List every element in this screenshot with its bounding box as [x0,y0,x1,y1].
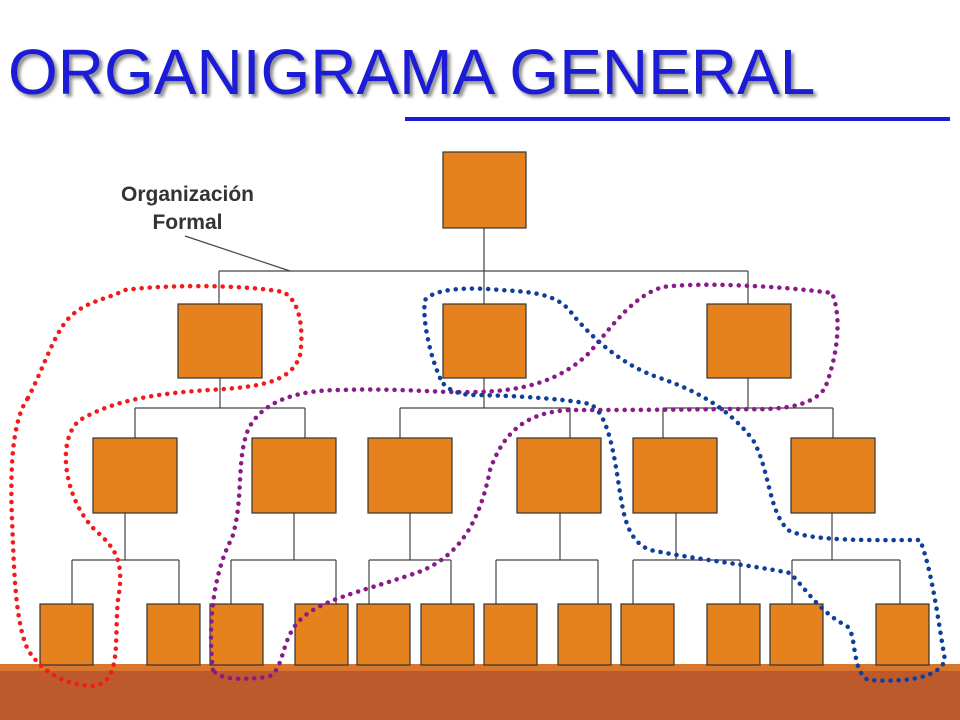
org-connectors [71,228,901,604]
organizacion-formal-label: Organización Formal [90,181,285,237]
org-box-top [442,151,527,229]
org-box-l2-1 [177,303,263,379]
title-underline [405,117,950,121]
org-box-l4-11 [769,603,824,666]
org-box-l3-6 [790,437,876,514]
footer-band [0,664,960,720]
org-label-line2: Formal [152,211,223,234]
informal-group-blue [422,286,948,683]
org-box-l4-6 [420,603,475,666]
org-box-l4-9 [620,603,675,666]
org-box-l4-3 [209,603,264,666]
org-box-l4-8 [557,603,612,666]
org-box-l3-3 [367,437,453,514]
org-box-l2-2 [442,303,527,379]
org-label-line1: Organización [120,183,255,206]
org-box-l4-5 [356,603,411,666]
org-box-l4-10 [706,603,761,666]
org-box-l4-1 [39,603,94,666]
org-box-l4-12 [875,603,930,666]
page-title: ORGANIGRAMA GENERAL [8,36,816,108]
org-box-l3-2 [251,437,337,514]
org-box-l4-4 [294,603,349,666]
informal-group-red [9,283,304,689]
org-box-l3-1 [92,437,178,514]
org-box-l4-2 [146,603,201,666]
org-box-l3-5 [632,437,718,514]
org-box-l4-7 [483,603,538,666]
org-box-l2-3 [706,303,792,379]
informal-group-purple [208,282,840,681]
label-pointer-line [184,235,291,272]
org-box-l3-4 [516,437,602,514]
org-boxes [39,151,930,666]
